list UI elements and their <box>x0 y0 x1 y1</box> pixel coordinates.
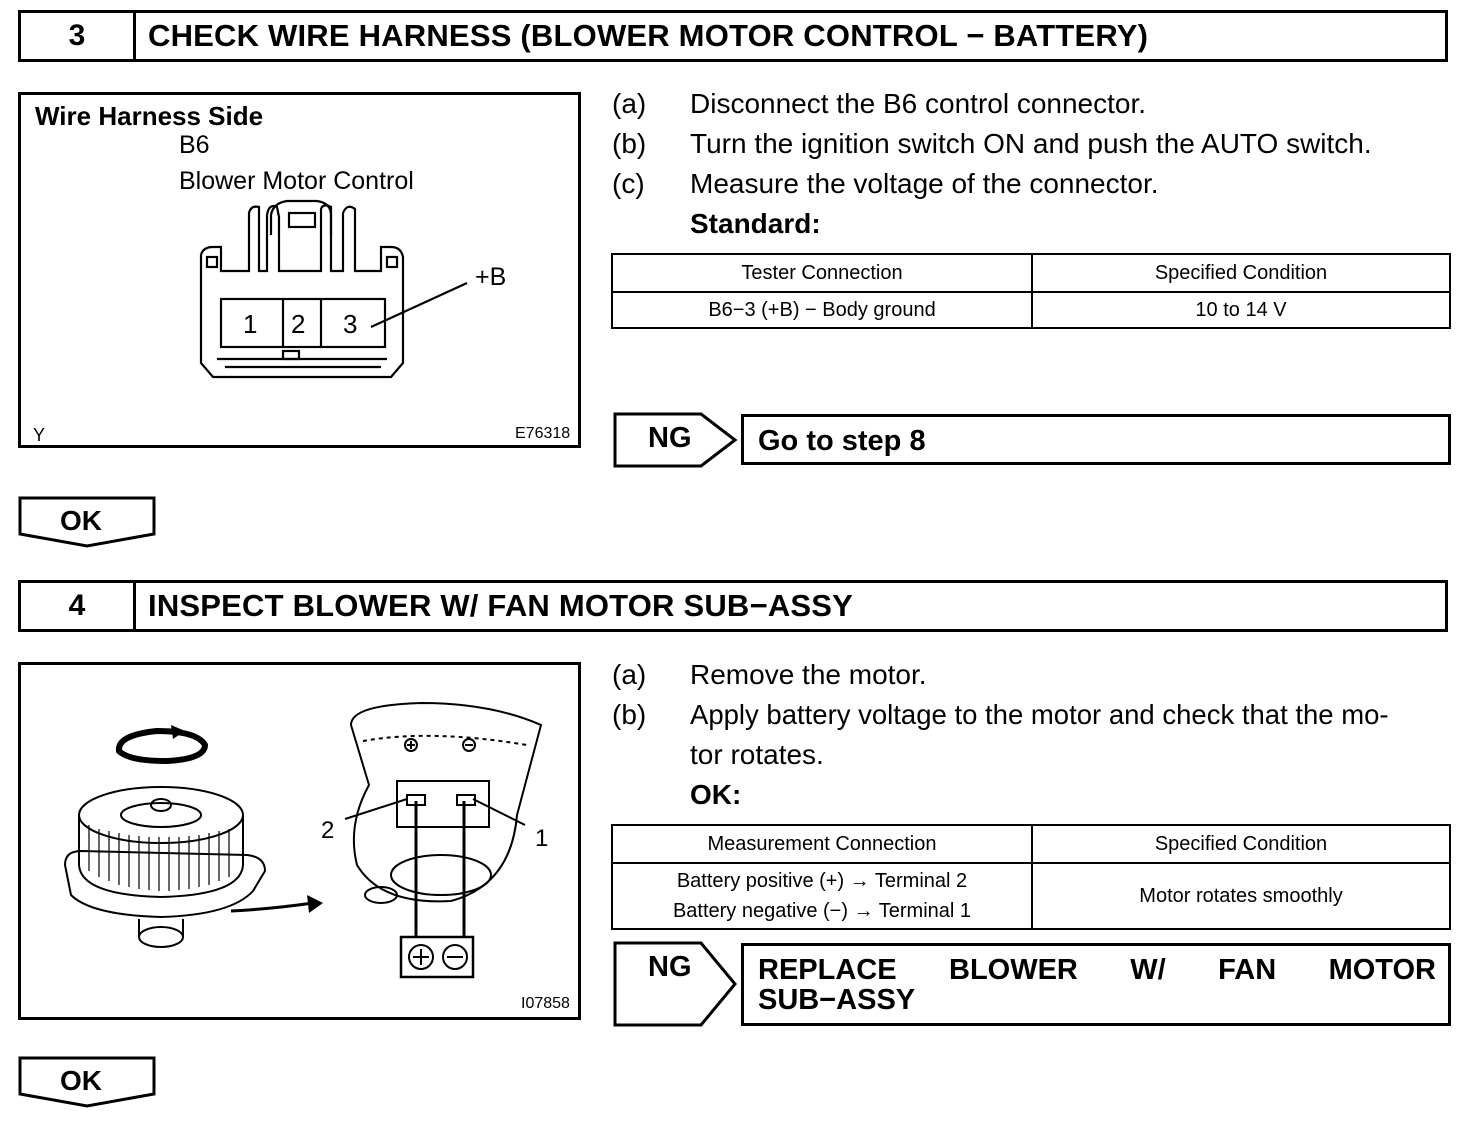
ok-heading: OK: <box>690 779 742 810</box>
terminal-1-callout: 1 <box>535 825 549 852</box>
ok-label: OK <box>60 1065 102 1096</box>
step-4-title: INSPECT BLOWER W/ FAN MOTOR SUB−ASSY <box>148 588 854 623</box>
instruction-b-continued: tor rotates. <box>690 739 824 770</box>
standard-label: Standard: <box>690 208 821 239</box>
step-3-header: 3 CHECK WIRE HARNESS (BLOWER MOTOR CONTR… <box>18 10 1448 62</box>
connector-drawing <box>199 199 468 379</box>
connector-id: B6 <box>179 131 210 159</box>
table-cell: Battery positive (+) → Terminal 2 Batter… <box>611 862 1033 930</box>
step-4-number: 4 <box>21 583 136 629</box>
ng-action-box: REPLACE BLOWER W/ FAN MOTOR SUB−ASSY <box>741 943 1451 1026</box>
table-header: Measurement Connection <box>611 824 1033 864</box>
wire-harness-figure: Wire Harness Side B6 Blower Motor Contro… <box>18 92 581 448</box>
ok-arrow-icon <box>18 496 156 548</box>
table-header: Tester Connection <box>611 253 1033 293</box>
ok-label: OK <box>60 505 102 536</box>
table-cell: B6−3 (+B) − Body ground <box>611 291 1033 329</box>
pin-3-label: 3 <box>343 309 358 339</box>
ng-action-line-2: SUB−ASSY <box>758 984 916 1016</box>
figure-corner-mark: Y <box>33 425 46 445</box>
figure-code: E76318 <box>515 425 571 442</box>
figure-heading: Wire Harness Side <box>35 101 264 131</box>
measurement-line-1: Battery positive (+) → Terminal 2 <box>676 870 968 892</box>
blower-motor-drawing <box>63 701 543 979</box>
pin-2-label: 2 <box>291 309 306 339</box>
ng-action-line-1: REPLACE BLOWER W/ FAN MOTOR <box>758 954 1436 986</box>
blower-motor-figure: 2 1 I07858 <box>18 662 581 1020</box>
step-4-header: 4 INSPECT BLOWER W/ FAN MOTOR SUB−ASSY <box>18 580 1448 632</box>
step-3-number: 3 <box>21 13 136 59</box>
ng-label: NG <box>648 951 692 983</box>
table-cell: Motor rotates smoothly <box>1031 862 1451 930</box>
figure-code: I07858 <box>521 995 570 1012</box>
measurement-line-2: Battery negative (−) → Terminal 1 <box>672 900 972 922</box>
ok-arrow-icon <box>18 1056 156 1108</box>
ng-label: NG <box>648 422 692 454</box>
ng-action-text: Go to step 8 <box>758 425 926 457</box>
table-cell: 10 to 14 V <box>1031 291 1451 329</box>
step-4-spec-table: Measurement Connection Specified Conditi… <box>611 824 1451 930</box>
table-header: Specified Condition <box>1031 824 1451 864</box>
pin-1-label: 1 <box>243 309 258 339</box>
plus-b-callout: +B <box>475 263 507 291</box>
step-3-spec-table: Tester Connection Specified Condition B6… <box>611 253 1451 329</box>
terminal-2-callout: 2 <box>321 817 335 844</box>
ng-action-box: Go to step 8 <box>741 414 1451 465</box>
table-header: Specified Condition <box>1031 253 1451 293</box>
step-3-title: CHECK WIRE HARNESS (BLOWER MOTOR CONTROL… <box>148 18 1149 53</box>
ng-arrow-icon <box>613 412 738 468</box>
connector-name: Blower Motor Control <box>179 167 414 195</box>
ng-arrow-icon <box>613 941 737 1027</box>
